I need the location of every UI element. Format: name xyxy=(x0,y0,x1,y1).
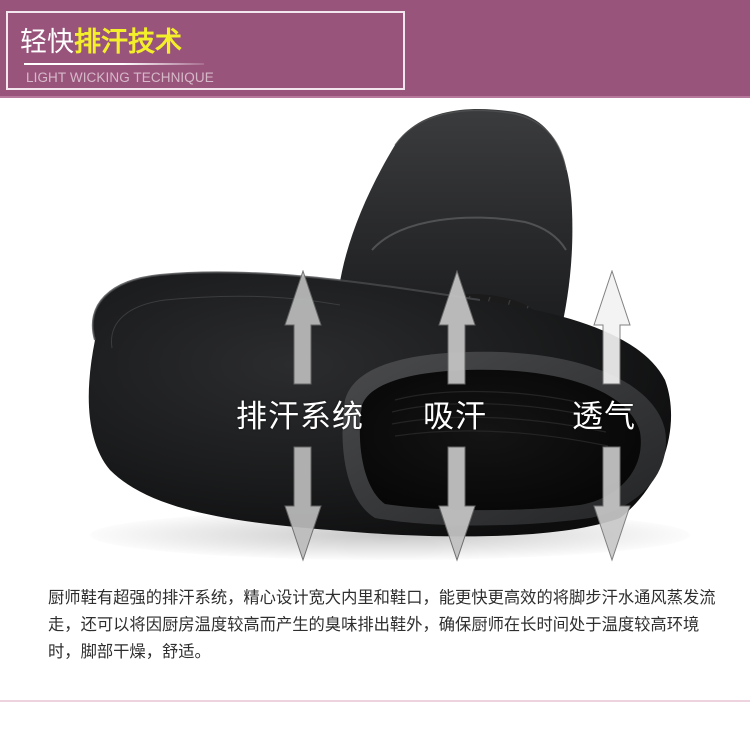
shoe-illustration xyxy=(88,108,672,537)
section-divider xyxy=(0,700,750,702)
product-description: 厨师鞋有超强的排汗系统，精心设计宽大内里和鞋口，能更快更高效的将脚步汗水通风蒸发… xyxy=(48,588,716,661)
arrow-down-icon xyxy=(592,446,632,562)
arrow-down-icon xyxy=(437,446,477,562)
feature-label-sweat-system: 排汗系统 xyxy=(236,399,364,435)
banner-title-highlight: 排汗技术 xyxy=(74,27,182,58)
feature-label-absorb-sweat: 吸汗 xyxy=(423,399,487,435)
arrow-up-icon xyxy=(283,270,323,386)
product-image xyxy=(0,100,750,570)
banner-title: 轻快排汗技术 xyxy=(20,27,182,59)
banner-frame xyxy=(6,11,405,90)
banner-title-plain: 轻快 xyxy=(20,27,74,58)
banner-underline xyxy=(24,63,204,65)
arrow-down-icon xyxy=(283,446,323,562)
banner-subtitle: LIGHT WICKING TECHNIQUE xyxy=(26,70,214,85)
arrow-up-icon xyxy=(437,270,477,386)
feature-label-breathable: 透气 xyxy=(572,399,636,435)
header-banner: 轻快排汗技术 LIGHT WICKING TECHNIQUE xyxy=(0,0,750,98)
arrow-up-icon xyxy=(592,270,632,386)
